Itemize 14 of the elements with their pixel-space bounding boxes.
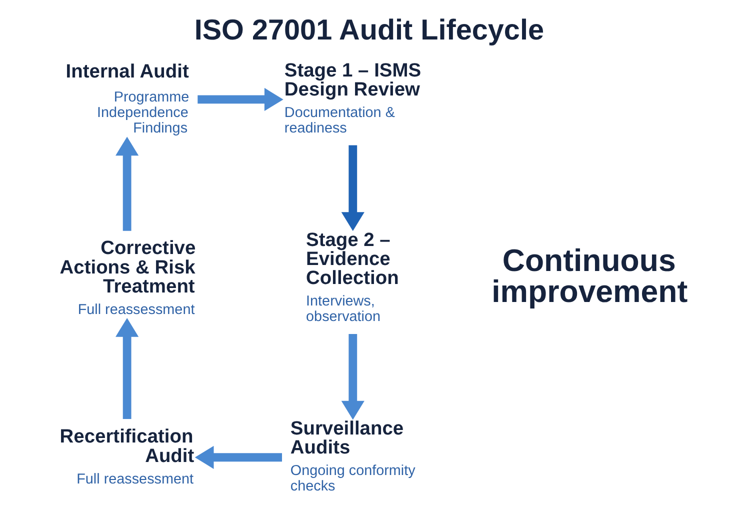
arrow <box>340 145 364 231</box>
arrow <box>194 446 282 469</box>
arrow <box>340 334 364 420</box>
node-text: Surveillance Audits Ongoing conformity checks <box>290 418 415 495</box>
label: Continuous improvement <box>491 242 688 310</box>
arrow <box>197 88 283 111</box>
node-text: Recertification Audit Full reassessment <box>59 426 194 488</box>
diagram-title: ISO 27001 Audit Lifecycle <box>194 14 544 47</box>
node-text: Stage 1 – ISMS Design Review Documentation & readiness <box>284 60 421 137</box>
arrow <box>115 136 138 231</box>
arrow <box>115 318 138 419</box>
node-text: Corrective Actions & Risk Treatment Full reassessment <box>59 238 196 318</box>
node-text: Stage 2 – Evidence Collection Interviews, observation <box>306 230 398 326</box>
node-text: Internal Audit Programme Independence Findings <box>65 62 189 137</box>
